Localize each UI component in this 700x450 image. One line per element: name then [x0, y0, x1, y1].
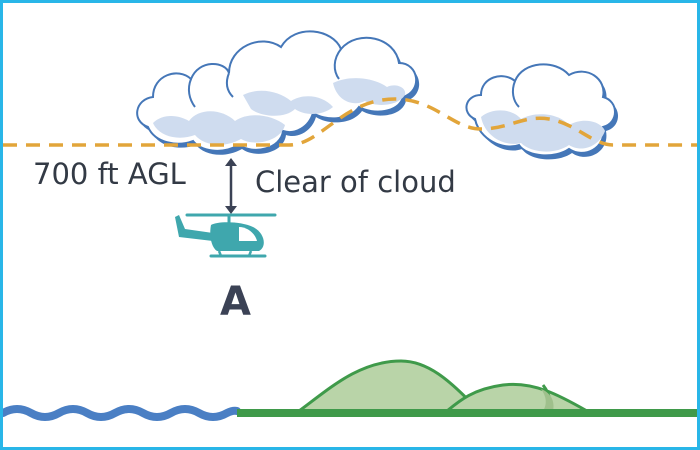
water-wave-icon — [3, 405, 241, 421]
cloud-base-dashed-line — [3, 97, 697, 147]
helicopter-icon — [175, 213, 277, 258]
cloud-icon — [136, 30, 420, 155]
altitude-label: 700 ft AGL — [33, 157, 186, 191]
double-arrow-icon — [225, 158, 237, 214]
cloud-icon — [465, 63, 618, 160]
hill-icon — [294, 359, 593, 413]
scene — [3, 30, 697, 421]
clearance-label: Clear of cloud — [255, 165, 456, 199]
position-marker-label: A — [220, 279, 251, 325]
